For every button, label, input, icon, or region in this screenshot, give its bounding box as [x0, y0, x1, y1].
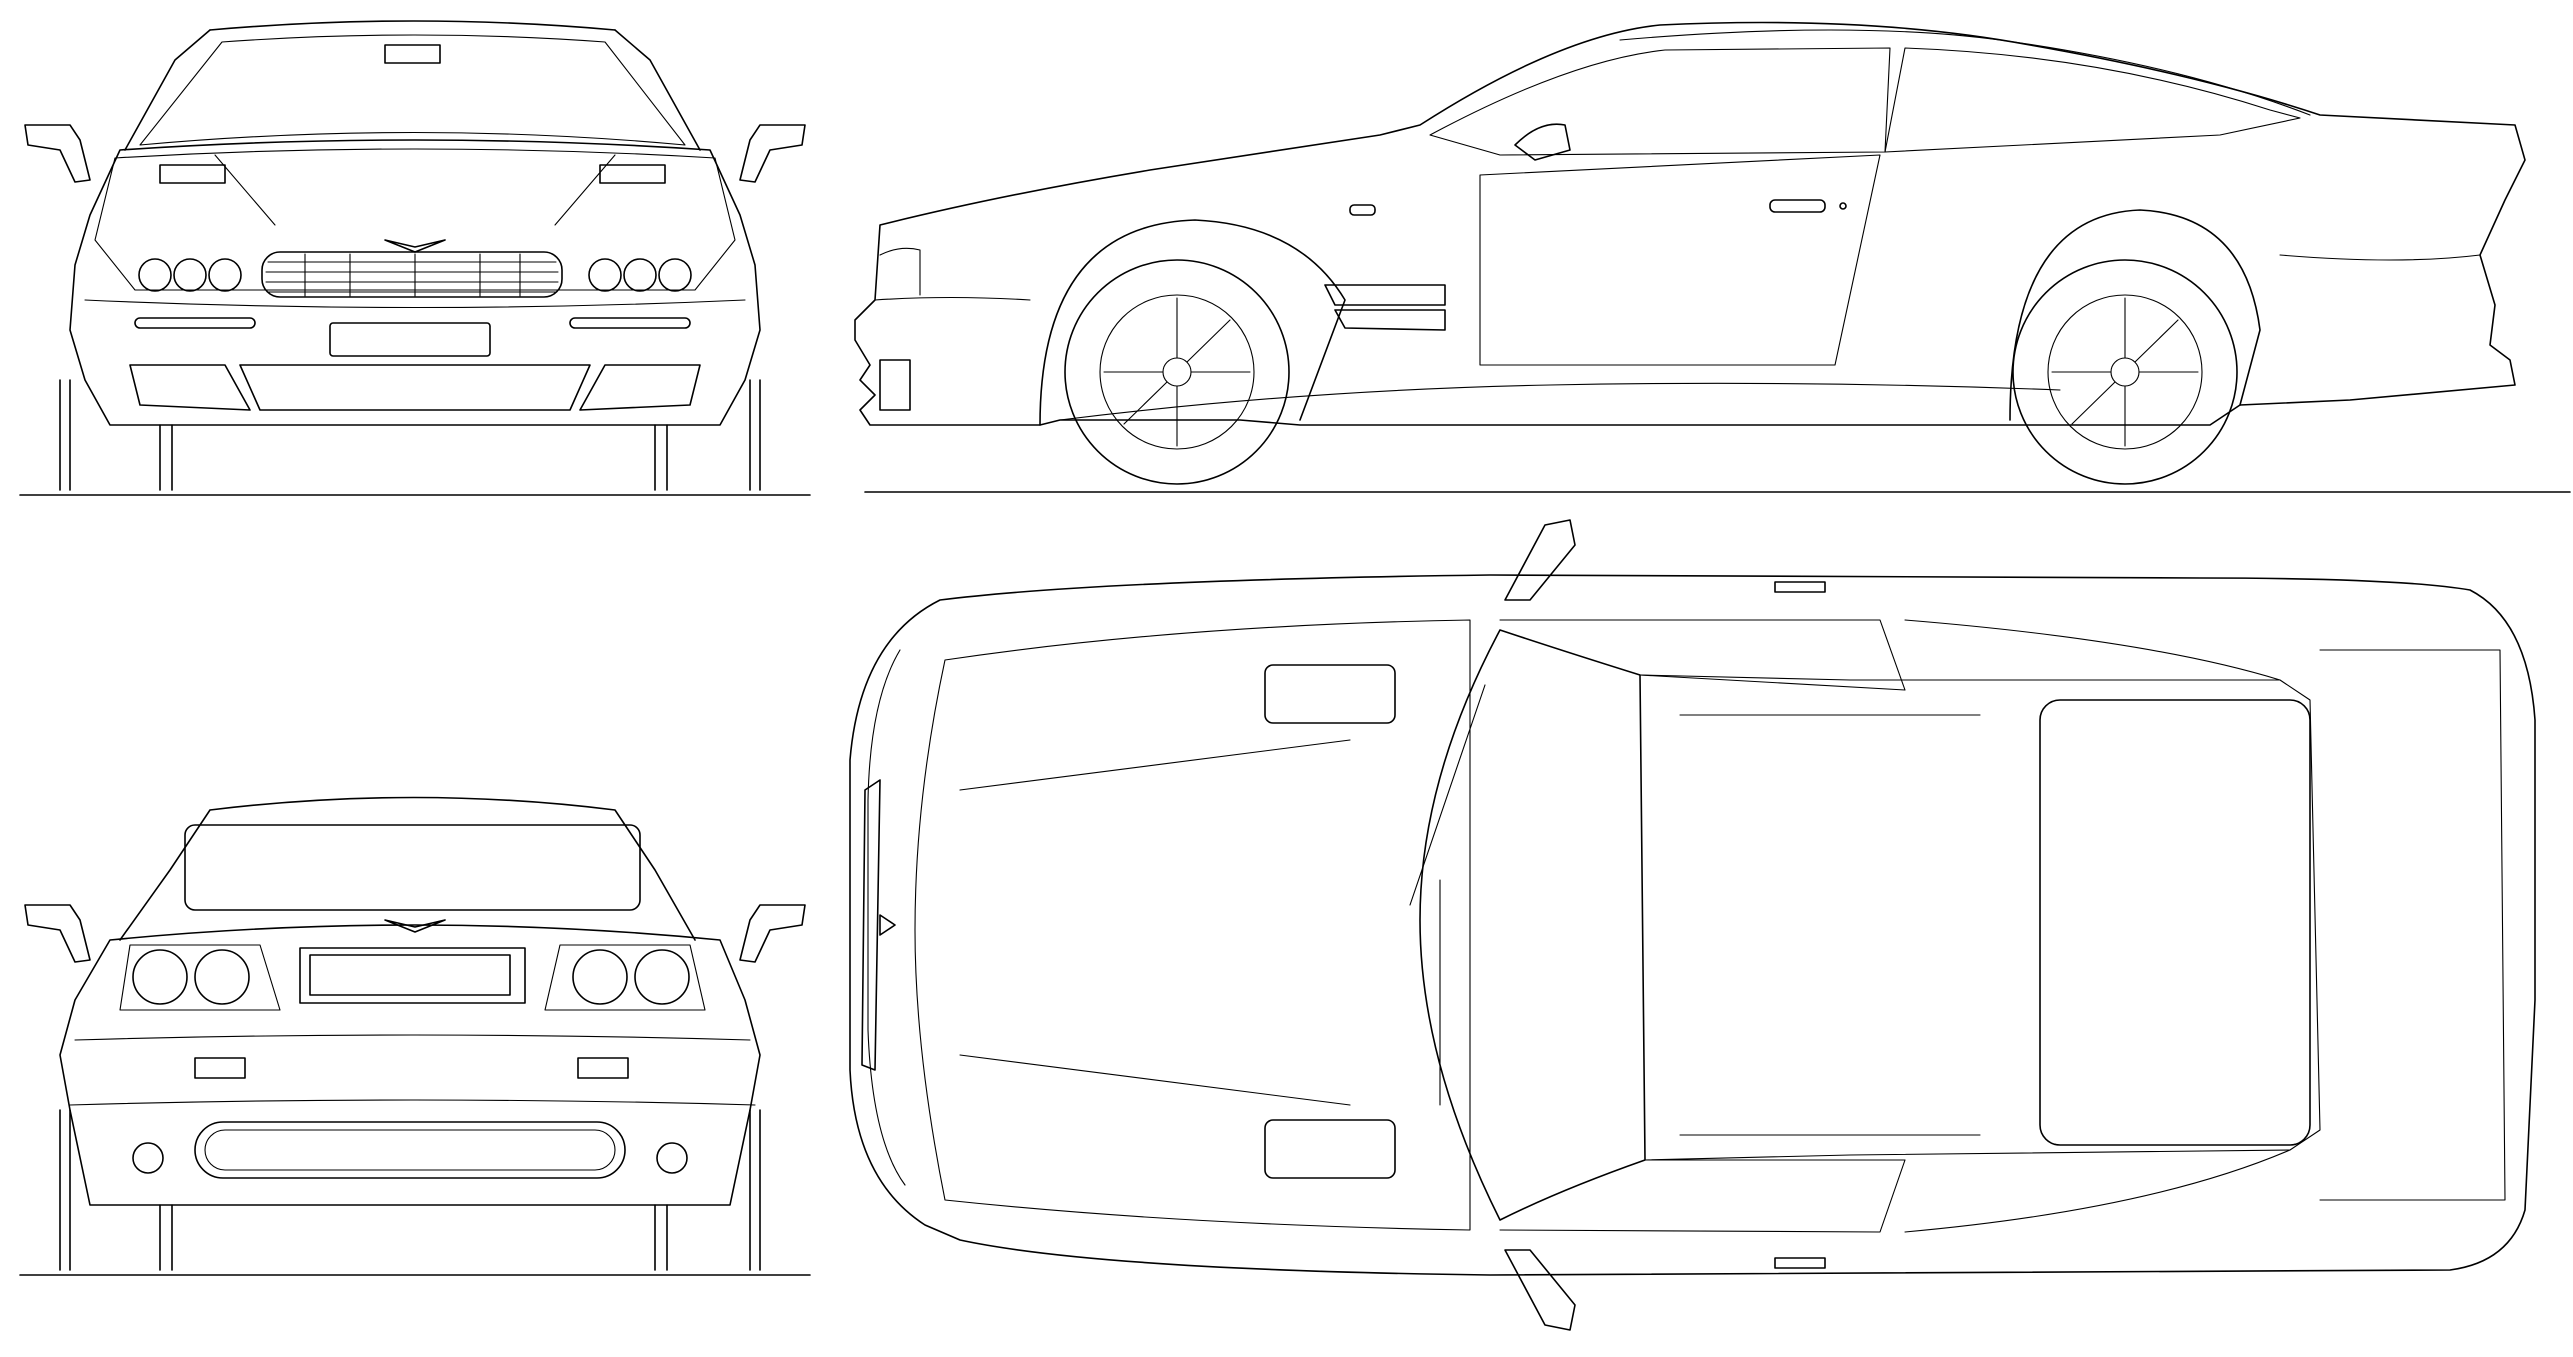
bonnet-top: [914, 619, 1471, 1231]
rear-wheel-arch: [2009, 209, 2261, 421]
car-top-view: [849, 519, 2536, 1331]
front-intake: [879, 359, 911, 411]
panel-lines: [879, 247, 2481, 296]
roof-rails: [1679, 714, 1981, 1136]
rear-pillars-top: [1904, 619, 2291, 1233]
exhaust-right: [656, 1142, 688, 1174]
bonnet: [94, 148, 736, 291]
front-plate: [329, 322, 491, 357]
roof-top: [1639, 674, 2321, 1161]
badge-emblem: [384, 239, 446, 253]
bonnet-vent-top-left: [1264, 664, 1396, 724]
side-window-front: [1429, 47, 1891, 156]
rear-diffuser-inner: [204, 1129, 616, 1171]
rear-window-top: [2039, 699, 2311, 1146]
side-mirror: [1514, 123, 1571, 161]
front-wheel: [1064, 259, 1290, 485]
body-creases: [874, 296, 2061, 421]
door-handle-top-right: [1774, 1257, 1826, 1269]
bonnet-creases-top: [959, 739, 1351, 1106]
mirror-right: [739, 124, 806, 183]
roof-line: [119, 796, 696, 941]
tail-light-housings: [119, 944, 706, 1011]
side-window-rear: [1884, 47, 2301, 153]
front-wheel-arch: [1039, 219, 1346, 426]
indicator-right: [569, 317, 691, 329]
car-side-view: [854, 21, 2571, 493]
bonnet-vent-left: [159, 164, 226, 184]
rear-wheel: [2012, 259, 2238, 485]
rear-wheel-spokes: [2051, 297, 2199, 447]
headlights-right: [588, 258, 692, 292]
tail-light-right-outer: [634, 949, 690, 1005]
tail-light-left-outer: [132, 949, 188, 1005]
grille-bars: [265, 253, 559, 297]
wing-vents: [1324, 284, 1446, 331]
mirror-left: [24, 904, 91, 963]
side-repeater: [1349, 204, 1376, 216]
front-grille: [261, 251, 563, 298]
door-panel: [1479, 154, 1881, 366]
reflector-right: [577, 1057, 629, 1079]
rear-diffuser: [194, 1121, 626, 1179]
front-grille-top: [861, 779, 881, 1071]
door-handle: [1769, 199, 1826, 213]
top-silhouette: [849, 574, 2536, 1276]
front-bumper-edge: [867, 649, 906, 1186]
headlights-left: [138, 258, 242, 292]
car-front-view: [19, 20, 811, 496]
rear-plate: [309, 954, 511, 996]
tail-light-left-inner: [194, 949, 250, 1005]
badge-emblem: [384, 919, 446, 933]
car-rear-view: [19, 796, 811, 1276]
badge-top: [879, 914, 896, 936]
mirror-top-left: [1504, 519, 1576, 601]
bonnet-vent-top-right: [1264, 1119, 1396, 1179]
lower-intake-left: [129, 364, 251, 411]
rear-body: [59, 924, 761, 1206]
wipers: [1409, 684, 1486, 1106]
rear-tyres: [59, 1109, 761, 1271]
roof-drip: [1619, 29, 2311, 116]
rear-window: [184, 824, 641, 911]
bonnet-vent-right: [599, 164, 666, 184]
exhaust-left: [132, 1142, 164, 1174]
bumper-line: [84, 299, 746, 309]
tail-light-right-inner: [572, 949, 628, 1005]
boot-lid: [2319, 649, 2506, 1201]
windshield: [139, 34, 686, 146]
mirror-left: [24, 124, 91, 183]
mirror-right: [739, 904, 806, 963]
lower-intake-right: [579, 364, 701, 411]
side-silhouette: [854, 21, 2526, 426]
roof-line: [209, 20, 616, 31]
front-body: [69, 139, 761, 426]
mirror-top-right: [1504, 1249, 1576, 1331]
a-pillars: [124, 29, 701, 151]
reflector-left: [194, 1057, 246, 1079]
door-handle-top-left: [1774, 581, 1826, 593]
bumper-lines: [69, 1034, 756, 1106]
front-tyres: [59, 379, 761, 491]
lower-intake-center: [239, 364, 591, 411]
side-windows-top: [1499, 619, 1906, 1233]
bonnet-creases: [214, 154, 616, 226]
rear-plate-recess: [299, 947, 526, 1004]
front-wheel-spokes: [1103, 297, 1251, 447]
door-lock: [1839, 202, 1847, 210]
indicator-left: [134, 317, 256, 329]
rear-view-mirror: [384, 44, 441, 64]
windshield-top: [1419, 629, 1646, 1221]
